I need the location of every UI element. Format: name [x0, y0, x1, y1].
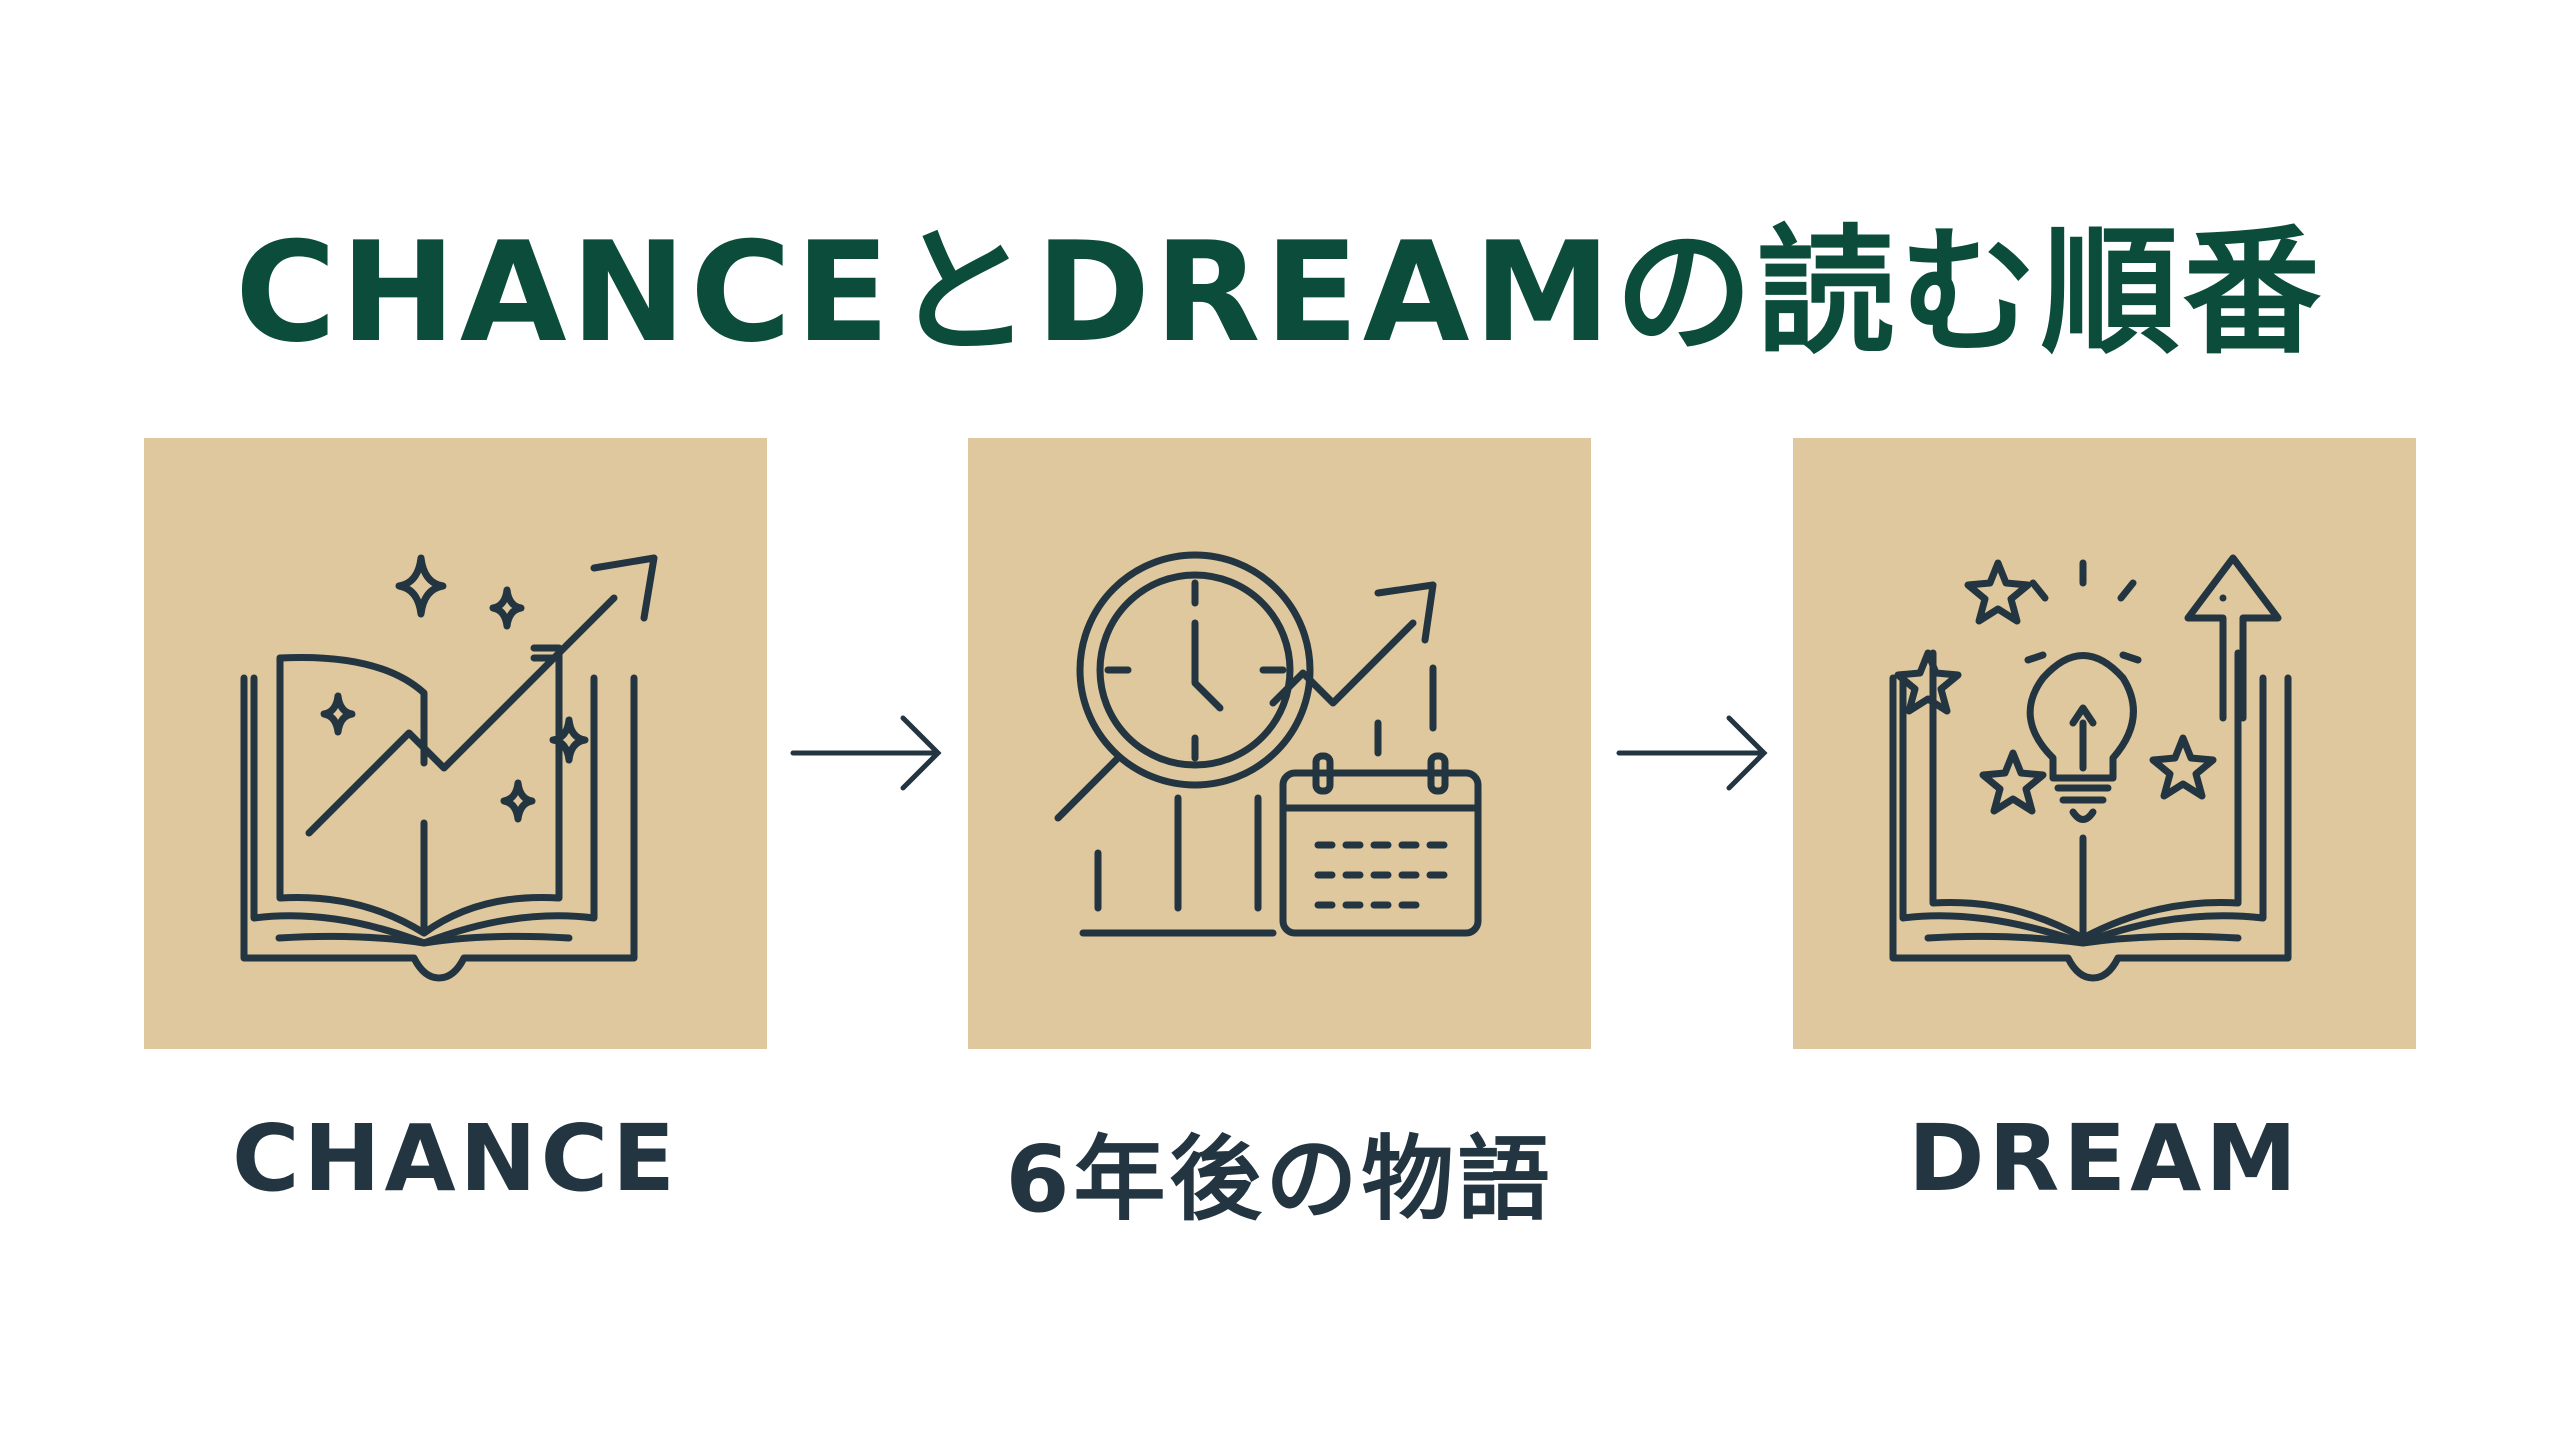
open-book-sparkles-arrow-icon	[240, 554, 658, 982]
step-card-chance	[144, 438, 767, 1049]
step-label-chance: CHANCE	[231, 1105, 680, 1212]
step-label-6-years-later: 6年後の物語	[1005, 1126, 1554, 1233]
book-lightbulb-stars-icon	[1889, 554, 2292, 982]
step-card-6-years-later	[968, 438, 1591, 1049]
clock-calendar-growth-icon	[1054, 551, 1482, 937]
page-title: CHANCEとDREAMの読む順番	[235, 212, 2325, 373]
arrow-right-icon	[1616, 715, 1768, 791]
step-label-dream: DREAM	[1908, 1105, 2301, 1212]
arrow-right-icon	[790, 715, 942, 791]
step-card-dream	[1793, 438, 2416, 1049]
